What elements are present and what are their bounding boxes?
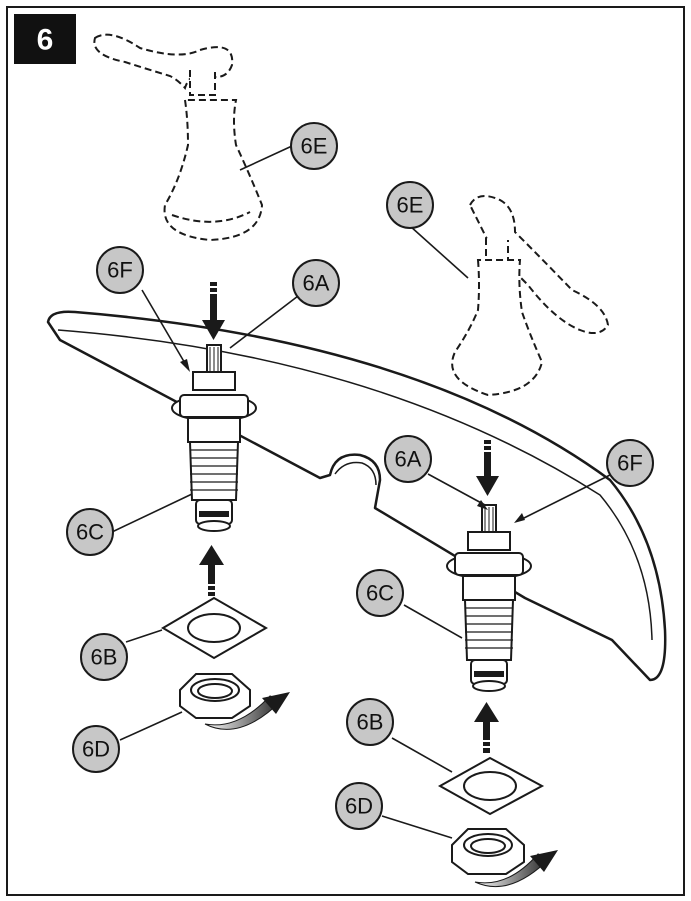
callout-6f-right xyxy=(606,439,654,487)
callout-label: 6A xyxy=(303,271,330,296)
callout-label: 6E xyxy=(397,193,424,218)
callout-6b-right xyxy=(346,698,394,746)
callout-6c-left xyxy=(66,508,114,556)
right-up-arrow xyxy=(474,702,499,753)
callout-label: 6B xyxy=(357,710,384,735)
step-badge: 6 xyxy=(14,14,76,64)
callout-label: 6F xyxy=(617,451,643,476)
leader-lines xyxy=(111,145,613,839)
callout-label: 6B xyxy=(91,645,118,670)
left-cartridge-assembly xyxy=(171,344,257,532)
callout-label: 6F xyxy=(107,258,133,283)
right-tighten-arrow xyxy=(474,850,558,888)
callout-6e-right xyxy=(386,181,434,229)
left-gasket xyxy=(161,596,269,660)
callout-6b-left xyxy=(80,633,128,681)
callout-labels: 6E 6E 6F 6A 6C 6B 6D 6A 6F 6C 6B 6D xyxy=(76,134,643,819)
left-handle xyxy=(93,33,264,242)
right-cartridge-assembly xyxy=(446,504,532,692)
right-gasket xyxy=(437,756,545,816)
left-tighten-arrow xyxy=(204,692,290,730)
callout-label: 6C xyxy=(76,520,104,545)
callout-6a-right xyxy=(384,435,432,483)
left-down-arrow xyxy=(202,282,225,340)
callout-6d-right xyxy=(335,782,383,830)
right-down-arrow xyxy=(476,440,499,496)
callout-label: 6D xyxy=(345,794,373,819)
callout-6f-left xyxy=(96,246,144,294)
callout-6e-left xyxy=(290,122,338,170)
right-nut xyxy=(451,828,525,875)
callout-label: 6D xyxy=(82,737,110,762)
callout-6c-right xyxy=(356,569,404,617)
callout-6d-left xyxy=(72,725,120,773)
right-handle xyxy=(451,195,610,397)
left-up-arrow xyxy=(199,545,224,596)
callout-label: 6C xyxy=(366,581,394,606)
step-number: 6 xyxy=(37,24,54,57)
leader-arrowheads xyxy=(180,359,525,523)
callout-label: 6A xyxy=(395,447,422,472)
callout-6a-left xyxy=(292,259,340,307)
callout-label: 6E xyxy=(301,134,328,159)
left-nut xyxy=(179,673,251,719)
